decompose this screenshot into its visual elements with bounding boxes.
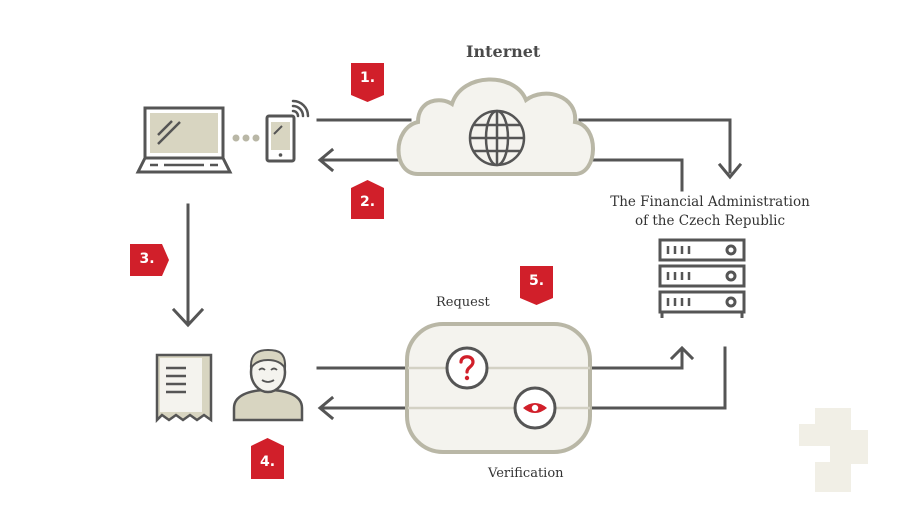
- step-2-text: 2.: [359, 194, 376, 210]
- arrowhead-request-server: [669, 345, 695, 361]
- wifi-signal-icon: [291, 99, 310, 118]
- step-3-text: 3.: [139, 251, 155, 267]
- step-4-text: 4.: [259, 454, 276, 470]
- arrowhead-to-device: [317, 147, 335, 173]
- line-server-to-verification: [588, 346, 727, 410]
- line-server-to-cloud: [578, 158, 684, 192]
- line-request-to-server: [588, 348, 684, 370]
- server-rack-icon: [658, 238, 746, 318]
- step-5-text: 5.: [528, 273, 545, 289]
- request-verification-box: [405, 322, 592, 454]
- arrowhead-to-server: [717, 162, 743, 180]
- line-cloud-to-server: [578, 118, 732, 174]
- step-badges: [130, 63, 553, 479]
- financial-administration-line1: The Financial Administration: [610, 194, 810, 210]
- verification-label: Verification: [488, 466, 564, 481]
- question-icon: [445, 346, 489, 390]
- laptop-icon: [135, 106, 233, 174]
- request-label: Request: [436, 295, 490, 310]
- step-2-badge: [351, 180, 384, 219]
- brand-logo-icon: [799, 408, 868, 492]
- receipt-icon: [155, 353, 213, 424]
- arrowhead-to-customer-2: [317, 395, 335, 421]
- step-3-badge: [130, 244, 169, 276]
- customer-icon: [232, 348, 304, 422]
- step-4-badge: [251, 438, 284, 479]
- eye-icon: [513, 386, 557, 430]
- globe-icon: [468, 109, 526, 167]
- financial-administration-line2: of the Czech Republic: [634, 213, 786, 229]
- ellipsis-icon: [232, 134, 260, 142]
- financial-administration-label: The Financial Administration of the Czec…: [600, 193, 820, 231]
- smartphone-icon: [265, 114, 296, 163]
- connection-lines: [171, 118, 743, 421]
- arrowhead-to-customer: [171, 307, 205, 328]
- internet-label: Internet: [466, 42, 541, 61]
- step-1-text: 1.: [359, 70, 376, 86]
- step-5-badge: [520, 266, 553, 305]
- step-1-badge: [351, 63, 384, 102]
